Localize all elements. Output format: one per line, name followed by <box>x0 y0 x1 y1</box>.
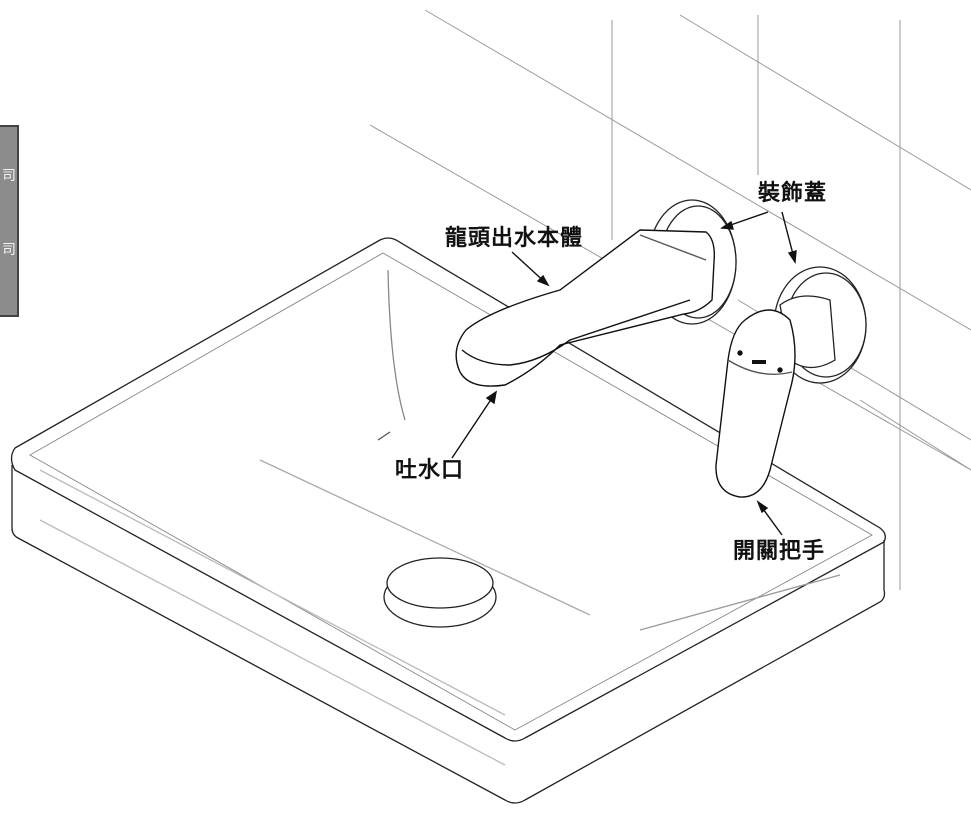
label-outlet: 吐水口 <box>395 458 465 483</box>
spout-body <box>455 229 716 387</box>
callout-lines <box>451 211 797 536</box>
side-tab-glyph: 司 <box>2 168 16 184</box>
handle-lever <box>715 309 796 498</box>
side-tab-glyph: 司 <box>2 242 16 258</box>
label-spout-body: 龍頭出水本體 <box>445 226 584 251</box>
basin <box>10 237 886 804</box>
label-cover-plate: 裝飾蓋 <box>758 181 828 206</box>
drain-plug <box>383 557 497 628</box>
handle-cover-plate <box>773 266 867 384</box>
label-handle: 開關把手 <box>733 539 826 564</box>
side-tab: 司 司 <box>0 125 19 317</box>
